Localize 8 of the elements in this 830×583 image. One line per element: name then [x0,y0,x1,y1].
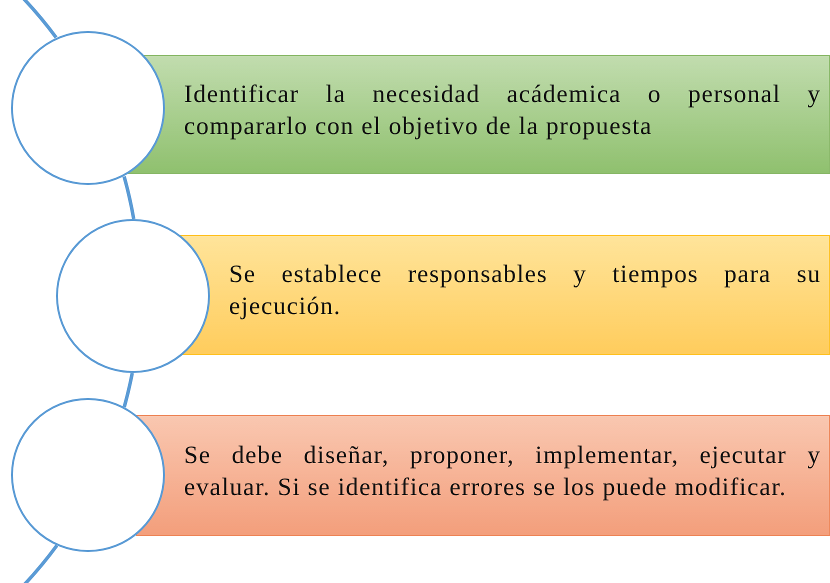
connector-arc [122,372,134,408]
step-panel [128,55,830,174]
step-text: Se debe diseñar, proponer, implementar, ejecutar y evaluar. Si se identifica errores se los puede modificar. [184,440,821,502]
step-panel [178,235,830,355]
step-text: Identificar la necesidad acádemica o personal y compararlo con el objetivo de la propuesta [184,80,821,142]
connector-arc [122,176,136,220]
step-panel [136,415,830,536]
step-text: Se establece responsables y tiempos para su ejecución. [229,260,821,322]
